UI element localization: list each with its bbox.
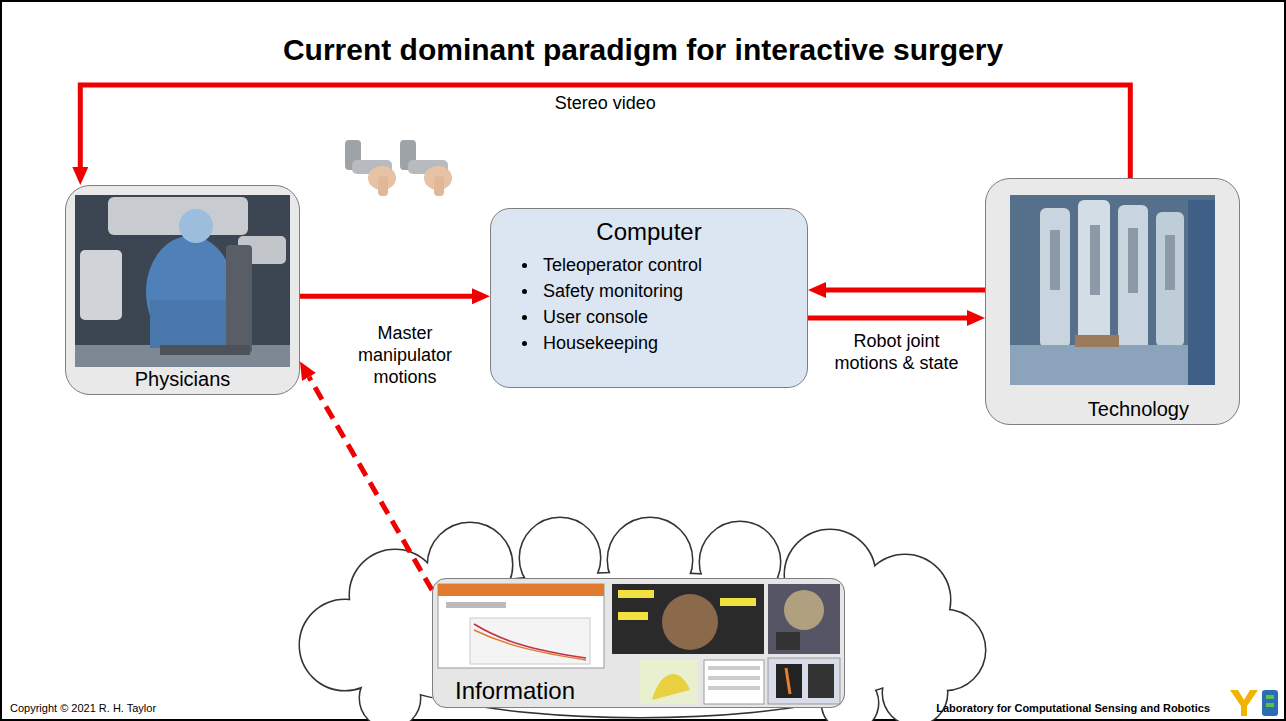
technology-box: Technology (985, 178, 1240, 425)
signal-arrow (300, 294, 472, 299)
robot-photo (1010, 195, 1215, 385)
physician-box: Physicians (65, 185, 300, 395)
bullet-item: Safety monitoring (513, 278, 807, 304)
box-label: Information (455, 677, 575, 705)
lab-logo (1230, 690, 1278, 716)
lab-name: Laboratory for Computational Sensing and… (936, 702, 1210, 714)
signal-arrow (808, 316, 967, 321)
copyright-note: Copyright © 2021 R. H. Taylor (10, 702, 156, 714)
signal-arrow (826, 288, 985, 293)
slide-title: Current dominant paradigm for interactiv… (0, 33, 1286, 67)
surgeon-photo (75, 195, 290, 367)
box-label: Physicians (66, 368, 299, 391)
box-fill (65, 185, 300, 395)
box-fill (432, 578, 845, 708)
edge-label: Stereo video (495, 92, 715, 114)
computer-box: ComputerTeleoperator controlSafety monit… (490, 208, 808, 388)
box-fill (985, 178, 1240, 425)
bullet-item: Teleoperator control (513, 252, 807, 278)
cloud-outline (300, 518, 985, 721)
dashed-arrow (309, 377, 432, 590)
heading: Computer (491, 218, 807, 246)
information-box: Information (432, 578, 845, 708)
bullet-item: User console (513, 304, 807, 330)
edge-label: Robot joint motions & state (834, 330, 959, 374)
edge-label: Master manipulator motions (343, 322, 468, 388)
box-label: Technology (1088, 398, 1189, 421)
bullet-item: Housekeeping (513, 330, 807, 356)
signal-arrow (80, 85, 1130, 178)
hand-controller-image (345, 140, 452, 196)
information-screenshots (438, 584, 840, 704)
